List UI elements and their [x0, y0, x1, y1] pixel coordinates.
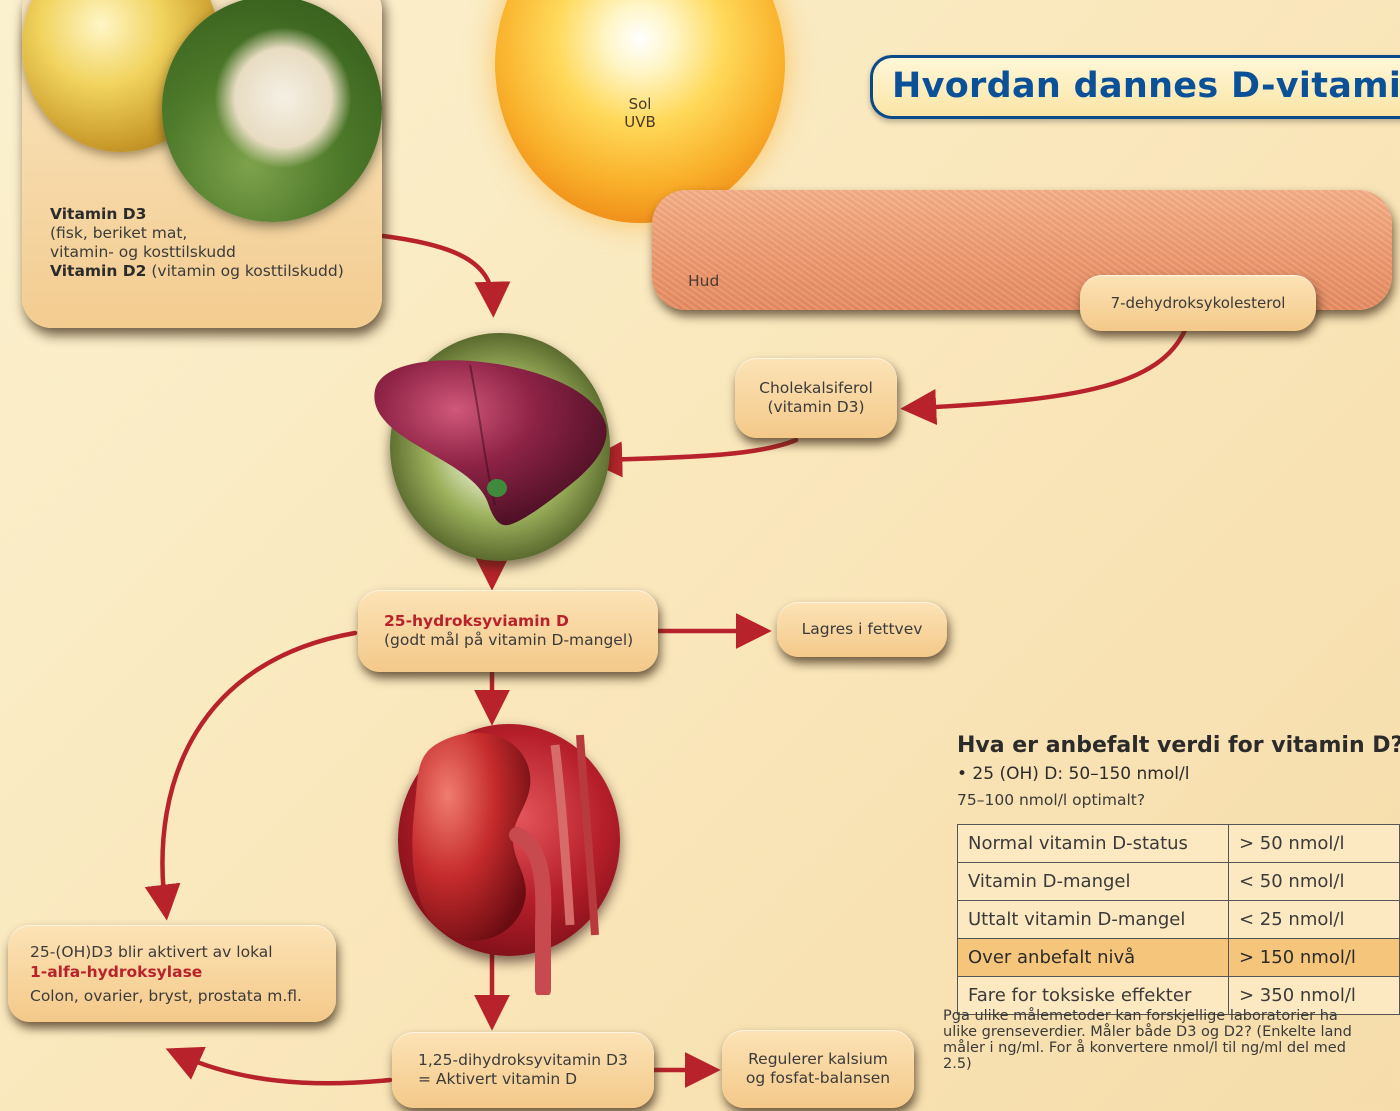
table-row: Normal vitamin D-status > 50 nmol/l — [958, 825, 1400, 863]
sun-label-line1: Sol — [600, 95, 680, 113]
recommend-bullet: • 25 (OH) D: 50–150 nmol/l — [957, 764, 1189, 784]
node-lokal-aktivering: 25-(OH)D3 blir aktivert av lokal 1-alfa-… — [8, 925, 336, 1022]
vitamin-d3-line2: vitamin- og kosttilskudd — [50, 243, 370, 262]
node-lagres-i-fettvev-label: Lagres i fettvev — [802, 620, 923, 639]
sun-label-line2: UVB — [600, 113, 680, 131]
node-regulerer-kalsium-line1: Regulerer kalsium — [748, 1050, 888, 1069]
kidney-icon — [405, 725, 615, 995]
node-lokal-aktivering-line1: 25-(OH)D3 blir aktivert av lokal — [30, 942, 336, 962]
table-cell-value: < 25 nmol/l — [1229, 901, 1400, 939]
liver-icon — [370, 355, 610, 535]
vitamin-d2-title: Vitamin D2 — [50, 262, 146, 280]
node-regulerer-kalsium-line2: og fosfat-balansen — [746, 1069, 890, 1088]
vitamin-d3-title: Vitamin D3 — [50, 205, 370, 224]
node-regulerer-kalsium: Regulerer kalsium og fosfat-balansen — [722, 1030, 914, 1108]
arrow-dehydro-to-chole — [916, 330, 1185, 408]
table-cell-value: < 50 nmol/l — [1229, 863, 1400, 901]
table-cell-value: > 50 nmol/l — [1229, 825, 1400, 863]
node-aktivert-vitamin-d-line1: 1,25-dihydroksyvitamin D3 — [418, 1051, 654, 1070]
food-sources-text: Vitamin D3 (fisk, beriket mat, vitamin- … — [50, 205, 370, 281]
reference-table: Normal vitamin D-status > 50 nmol/l Vita… — [957, 824, 1400, 1015]
recommend-heading: Hva er anbefalt verdi for vitamin D? — [957, 733, 1400, 758]
table-cell-label: Uttalt vitamin D-mangel — [958, 901, 1229, 939]
arrow-food-to-liver — [383, 236, 493, 302]
table-row: Uttalt vitamin D-mangel < 25 nmol/l — [958, 901, 1400, 939]
node-cholekalsiferol: Cholekalsiferol (vitamin D3) — [735, 358, 897, 438]
node-7-dehydrokolesterol-label: 7-dehydroksykolesterol — [1111, 294, 1286, 313]
node-lokal-aktivering-enzyme: 1-alfa-hydroksylase — [30, 962, 336, 982]
node-cholekalsiferol-line1: Cholekalsiferol — [759, 379, 873, 398]
recommend-optimal: 75–100 nmol/l optimalt? — [957, 791, 1145, 809]
table-cell-value: > 150 nmol/l — [1229, 939, 1400, 977]
node-25-hydroksyvitamin-d: 25-hydroksyviamin D (godt mål på vitamin… — [358, 590, 658, 672]
vitamin-d2-desc: (vitamin og kosttilskudd) — [146, 262, 343, 280]
node-7-dehydrokolesterol: 7-dehydroksykolesterol — [1080, 275, 1316, 331]
table-cell-label: Over anbefalt nivå — [958, 939, 1229, 977]
footnote: Pga ulike målemetoder kan forskjellige l… — [943, 1008, 1373, 1072]
node-aktivert-vitamin-d-line2: = Aktivert vitamin D — [418, 1070, 654, 1089]
arrow-chole-to-liver — [602, 440, 796, 460]
sun-label: Sol UVB — [600, 95, 680, 131]
table-cell-label: Normal vitamin D-status — [958, 825, 1229, 863]
node-cholekalsiferol-line2: (vitamin D3) — [767, 398, 864, 417]
node-25-hydroksyvitamin-d-title: 25-hydroksyviamin D — [384, 612, 658, 631]
arrow-hydroxy-to-local — [162, 633, 355, 905]
node-lagres-i-fettvev: Lagres i fettvev — [777, 602, 947, 657]
arrow-active-to-local — [180, 1055, 390, 1083]
vitamin-d2-line: Vitamin D2 (vitamin og kosttilskudd) — [50, 262, 370, 281]
node-25-hydroksyvitamin-d-desc: (godt mål på vitamin D-mangel) — [384, 631, 658, 650]
vitamin-d3-line1: (fisk, beriket mat, — [50, 224, 370, 243]
page-title: Hvordan dannes D-vitamin? — [892, 66, 1400, 106]
table-row-highlighted: Over anbefalt nivå > 150 nmol/l — [958, 939, 1400, 977]
table-cell-label: Vitamin D-mangel — [958, 863, 1229, 901]
node-lokal-aktivering-line3: Colon, ovarier, bryst, prostata m.fl. — [30, 986, 336, 1006]
fish-dish-photo — [162, 0, 382, 222]
skin-label: Hud — [688, 272, 719, 290]
node-aktivert-vitamin-d: 1,25-dihydroksyvitamin D3 = Aktivert vit… — [392, 1032, 654, 1108]
table-row: Vitamin D-mangel < 50 nmol/l — [958, 863, 1400, 901]
